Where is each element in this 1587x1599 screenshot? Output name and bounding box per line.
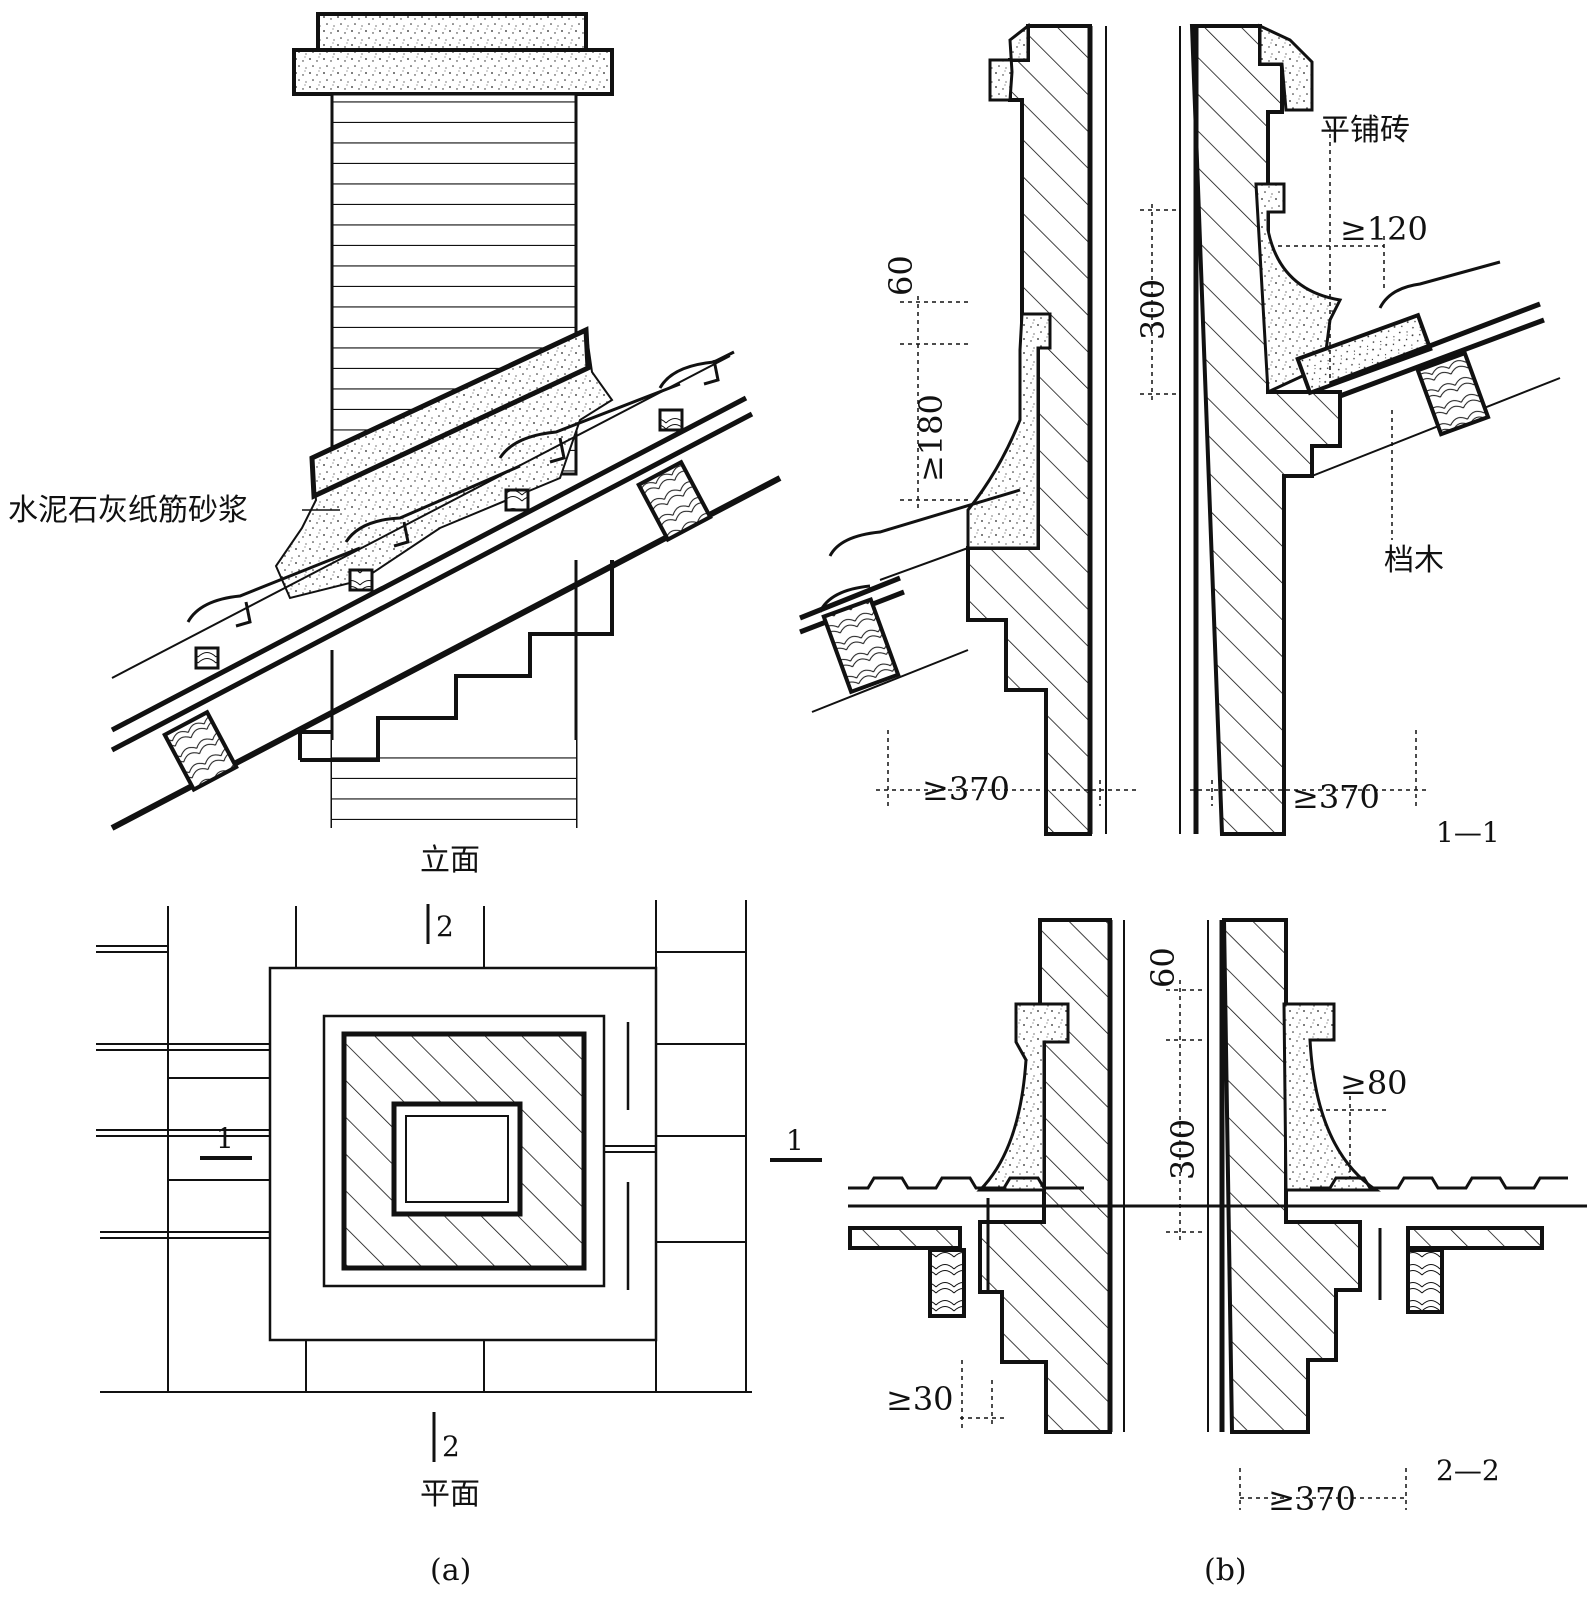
section-1-1-dimensions [876, 126, 1430, 806]
chimney-cap-top [316, 12, 588, 52]
plan-flue-inner [405, 1115, 509, 1203]
dim-120-s11: ≥120 [1340, 210, 1428, 248]
section-1-1-left-mortar [966, 312, 1052, 550]
section-2-2-title: 2—2 [1436, 1454, 1500, 1487]
mortar-callout-label: 水泥石灰纸筋砂浆 [8, 493, 248, 528]
section-1-1: 60 ≥180 300 ≥120 ≥370 ≥370 平铺砖 档木 1—1 [799, 22, 1561, 849]
section-1-1-right-mortar [1254, 182, 1343, 395]
section-mark-1-right: 1 [786, 1124, 804, 1157]
plan-flashing-frame [268, 966, 658, 1342]
roof-line-4 [111, 355, 731, 679]
elevation-view: 水泥石灰纸筋砂浆 立面 [8, 12, 782, 878]
dim-370-right-s11: ≥370 [1292, 778, 1380, 816]
batten-right-2-2 [1406, 1248, 1444, 1314]
wood-strip-left [821, 596, 901, 695]
dim-60-s22: 60 [1144, 947, 1182, 988]
figure-label-b: (b) [1204, 1553, 1247, 1588]
roof-line-1 [110, 395, 748, 733]
wood-strip-label: 档木 [1384, 543, 1444, 578]
section-mark-1-left: 1 [216, 1122, 234, 1155]
rafter-1 [162, 709, 239, 793]
flashing-plank [309, 326, 591, 500]
corrugated-left [848, 1176, 1587, 1208]
wood-strip-right [1415, 350, 1491, 437]
dim-370-s22: ≥370 [1268, 1480, 1356, 1518]
flat-brick-label: 平铺砖 [1320, 113, 1410, 148]
section-2-2-left-mortar [976, 1002, 1070, 1192]
dim-180-s11: ≥180 [912, 394, 950, 482]
section-mark-2-bottom: 2 [442, 1430, 460, 1463]
plan-caption: 平面 [420, 1477, 480, 1512]
roof-line-2 [110, 411, 754, 753]
section-mark-2-top: 2 [436, 910, 454, 943]
dim-80-s22: ≥80 [1340, 1064, 1408, 1102]
section-2-2-dimensions [960, 980, 1407, 1510]
elevation-corbel-steps [300, 560, 614, 762]
elevation-caption: 立面 [420, 843, 480, 878]
plan-mortar-border [322, 1014, 606, 1288]
tile-hooks [186, 350, 735, 628]
figure-label-a: (a) [430, 1553, 471, 1588]
section-2-2: 60 300 ≥80 ≥30 ≥370 2—2 [848, 918, 1587, 1518]
rafter-2 [636, 459, 713, 543]
plan-view: 2 2 1 1 平面 [96, 900, 822, 1512]
section-1-1-right-wall [1189, 24, 1342, 836]
chimney-cap-bottom [292, 48, 614, 96]
dim-300-s11: 300 [1134, 279, 1172, 340]
batten-left-2-2 [928, 1248, 966, 1318]
dim-60-s11: 60 [882, 255, 920, 296]
dim-300-s22: 300 [1164, 1119, 1202, 1180]
dim-370-left-s11: ≥370 [922, 770, 1010, 808]
section-1-1-title: 1—1 [1436, 816, 1500, 849]
dim-30-s22: ≥30 [886, 1380, 954, 1418]
